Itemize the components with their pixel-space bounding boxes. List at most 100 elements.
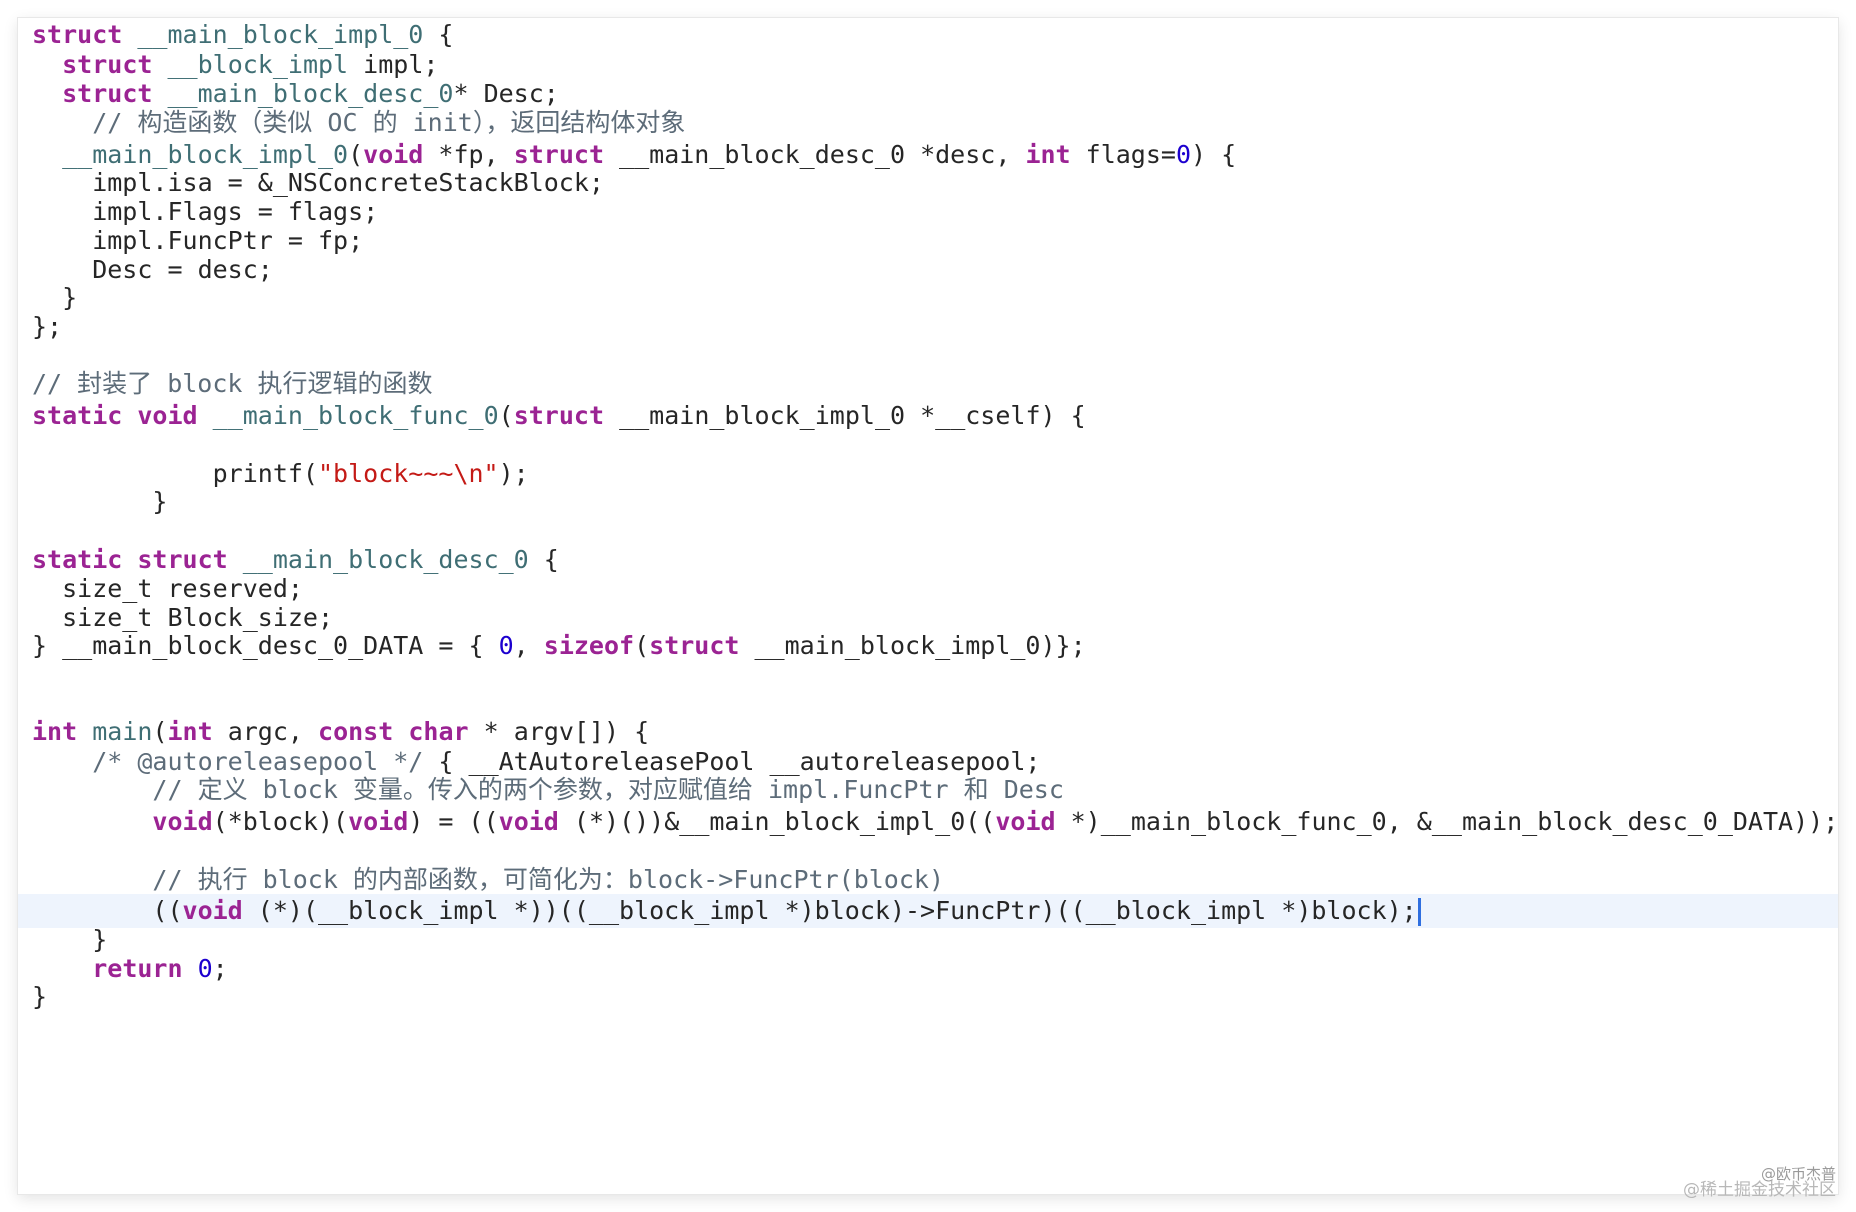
code-token: impl.FuncPtr = fp; (32, 226, 364, 255)
code-token: } __main_block_desc_0_DATA = { (32, 631, 499, 660)
code-token: } (32, 487, 168, 516)
code-token: ( (634, 631, 650, 660)
code-token: ); (498, 459, 529, 488)
code-line[interactable]: /* @autoreleasepool */ { __AtAutorelease… (18, 745, 1838, 779)
code-token: (*)(__block_impl *))((__block_impl *)blo… (242, 896, 1417, 925)
code-line[interactable]: impl.isa = &_NSConcreteStackBlock; (18, 166, 1838, 200)
code-line[interactable]: // 定义 block 变量。传入的两个参数，对应赋值给 impl.FuncPt… (18, 773, 1838, 807)
code-token: * Desc; (453, 79, 559, 108)
keyword-token: void (152, 807, 213, 836)
code-token: Desc = desc; (32, 255, 273, 284)
function-token: __main_block_desc_0 (242, 545, 529, 574)
code-token (32, 954, 92, 983)
code-token: *fp, (423, 140, 514, 169)
keyword-token: static (32, 545, 123, 574)
code-line[interactable]: return 0; (18, 952, 1838, 986)
code-token: ( (348, 140, 364, 169)
code-area[interactable]: struct __main_block_impl_0 { struct __bl… (18, 18, 1838, 1194)
keyword-token: sizeof (543, 631, 635, 660)
code-token (393, 717, 408, 746)
code-line[interactable]: printf("block~~~\n"); (18, 457, 1838, 491)
code-token (122, 401, 137, 430)
code-token (77, 717, 92, 746)
text-cursor (1417, 898, 1421, 926)
code-token: flags= (1070, 140, 1176, 169)
code-token (32, 79, 62, 108)
code-token (152, 50, 167, 79)
code-token: } (32, 982, 48, 1011)
keyword-token: int (1025, 140, 1071, 169)
code-token: size_t Block_size; (32, 603, 334, 632)
code-line[interactable]: } __main_block_desc_0_DATA = { 0, sizeof… (18, 629, 1838, 663)
comment-token: // 执行 block 的内部函数，可简化为：block->FuncPtr(bl… (32, 865, 945, 894)
code-line[interactable]: struct __block_impl impl; (18, 48, 1838, 82)
function-token: main (92, 717, 153, 746)
code-line[interactable]: struct __main_block_desc_0* Desc; (18, 77, 1838, 111)
keyword-token: void (182, 896, 243, 925)
comment-token: /* @autoreleasepool */ (92, 747, 424, 776)
code-token: } (32, 283, 78, 312)
keyword-token: const (318, 717, 394, 746)
code-line[interactable]: }; (18, 310, 1838, 344)
code-token: , (513, 631, 544, 660)
code-line[interactable]: } (18, 980, 1838, 1014)
code-token (32, 807, 152, 836)
code-token: ; (212, 954, 228, 983)
code-line[interactable]: size_t reserved; (18, 572, 1838, 606)
code-line[interactable]: void(*block)(void) = ((void (*)())&__mai… (18, 805, 1838, 839)
code-line[interactable]: impl.FuncPtr = fp; (18, 224, 1838, 258)
code-token: (( (32, 896, 183, 925)
code-token: impl.isa = &_NSConcreteStackBlock; (32, 168, 604, 197)
code-token: ( (152, 717, 168, 746)
code-line[interactable]: static void __main_block_func_0(struct _… (18, 399, 1838, 433)
code-token: *)__main_block_func_0, &__main_block_des… (1055, 807, 1838, 836)
keyword-token: char (408, 717, 469, 746)
code-line[interactable]: // 构造函数（类似 OC 的 init），返回结构体对象 (18, 106, 1838, 140)
keyword-token: int (32, 717, 78, 746)
code-line[interactable]: } (18, 281, 1838, 315)
keyword-token: return (92, 954, 183, 983)
code-token: ) { (1191, 140, 1237, 169)
code-token: __main_block_impl_0)}; (739, 631, 1086, 660)
keyword-token: void (348, 807, 409, 836)
code-token: impl.Flags = flags; (32, 197, 379, 226)
code-line[interactable]: } (18, 923, 1838, 957)
keyword-token: void (995, 807, 1056, 836)
function-token: __main_block_impl_0 (62, 140, 349, 169)
code-line[interactable]: impl.Flags = flags; (18, 195, 1838, 229)
keyword-token: struct (62, 50, 153, 79)
code-editor[interactable]: struct __main_block_impl_0 { struct __bl… (18, 18, 1838, 1194)
code-token: } (32, 925, 108, 954)
code-line[interactable]: Desc = desc; (18, 253, 1838, 287)
keyword-token: int (167, 717, 213, 746)
code-token (152, 79, 167, 108)
code-line[interactable]: // 执行 block 的内部函数，可简化为：block->FuncPtr(bl… (18, 863, 1838, 897)
code-line[interactable]: int main(int argc, const char * argv[]) … (18, 715, 1838, 749)
code-token (122, 20, 137, 49)
code-line[interactable]: struct __main_block_impl_0 { (18, 18, 1838, 52)
function-token: __main_block_impl_0 (137, 20, 424, 49)
code-line[interactable]: size_t Block_size; (18, 601, 1838, 635)
watermark: @欧币杰普 @稀土掘金技术社区 (1683, 1166, 1836, 1199)
code-token (183, 954, 198, 983)
code-line[interactable]: static struct __main_block_desc_0 { (18, 543, 1838, 577)
function-token: __main_block_desc_0 (167, 79, 454, 108)
keyword-token: struct (32, 20, 123, 49)
function-token: __block_impl (167, 50, 349, 79)
code-line[interactable]: __main_block_impl_0(void *fp, struct __m… (18, 138, 1838, 172)
code-token: { __AtAutoreleasePool __autoreleasepool; (423, 747, 1041, 776)
number-token: 0 (197, 954, 213, 983)
comment-token: // 定义 block 变量。传入的两个参数，对应赋值给 impl.FuncPt… (32, 775, 1064, 804)
string-token: "block~~~\n" (317, 459, 499, 488)
code-line[interactable]: // 封装了 block 执行逻辑的函数 (18, 367, 1838, 401)
code-line-current[interactable]: ((void (*)(__block_impl *))((__block_imp… (18, 894, 1838, 928)
code-token: size_t reserved; (32, 574, 303, 603)
code-token: (*)())&__main_block_impl_0(( (558, 807, 996, 836)
code-token (32, 140, 62, 169)
code-token: __main_block_desc_0 *desc, (604, 140, 1026, 169)
keyword-token: struct (62, 79, 153, 108)
code-token: printf( (32, 459, 318, 488)
code-token: ) = (( (408, 807, 499, 836)
code-line[interactable]: } (18, 485, 1838, 519)
